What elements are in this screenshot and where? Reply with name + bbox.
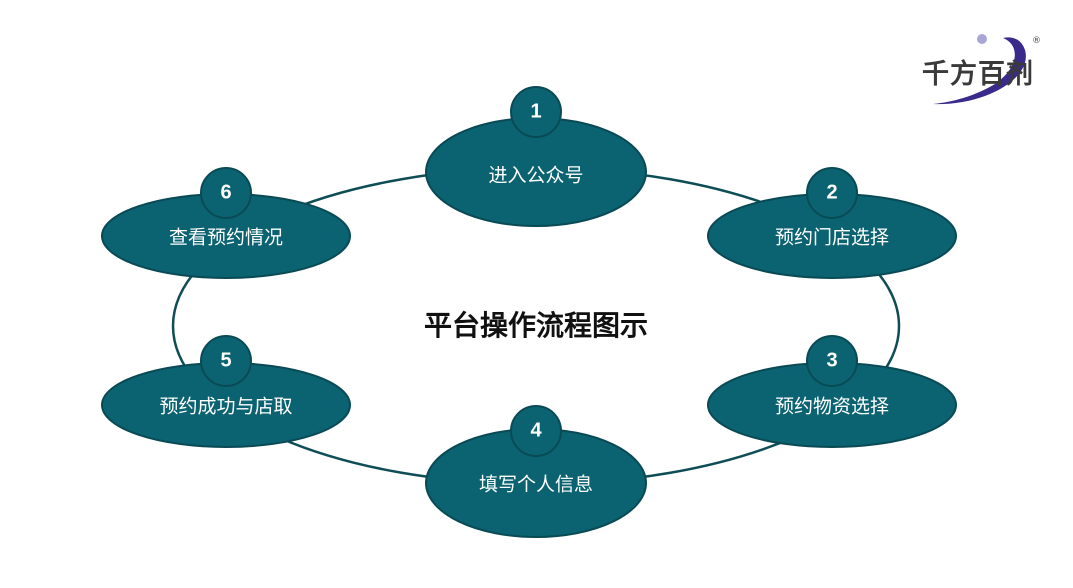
step-number-3: 3 — [826, 349, 838, 372]
step-label-2: 预约门店选择 — [774, 226, 890, 249]
step-number-1: 1 — [530, 100, 542, 123]
step-number-4: 4 — [530, 419, 542, 442]
step-number-2: 2 — [826, 181, 838, 204]
step-number-badge-6 — [200, 167, 252, 219]
step-number-badge-3 — [806, 335, 858, 387]
step-number-badge-5 — [200, 335, 252, 387]
step-number-badge-2 — [806, 167, 858, 219]
step-label-6: 查看预约情况 — [168, 226, 284, 249]
step-label-5: 预约成功与店取 — [159, 395, 293, 418]
step-number-6: 6 — [220, 181, 232, 204]
diagram-title: 平台操作流程图示 — [423, 309, 649, 342]
step-label-3: 预约物资选择 — [774, 395, 890, 418]
step-label-4: 填写个人信息 — [478, 473, 594, 496]
step-label-1: 进入公众号 — [488, 164, 584, 187]
step-number-badge-4 — [510, 405, 562, 457]
registered-mark: ® — [1032, 36, 1041, 46]
step-number-badge-1 — [510, 86, 562, 138]
logo-swoosh-icon — [933, 34, 1026, 105]
step-number-5: 5 — [220, 349, 232, 372]
logo-text: 千方百剂 — [922, 59, 1034, 90]
